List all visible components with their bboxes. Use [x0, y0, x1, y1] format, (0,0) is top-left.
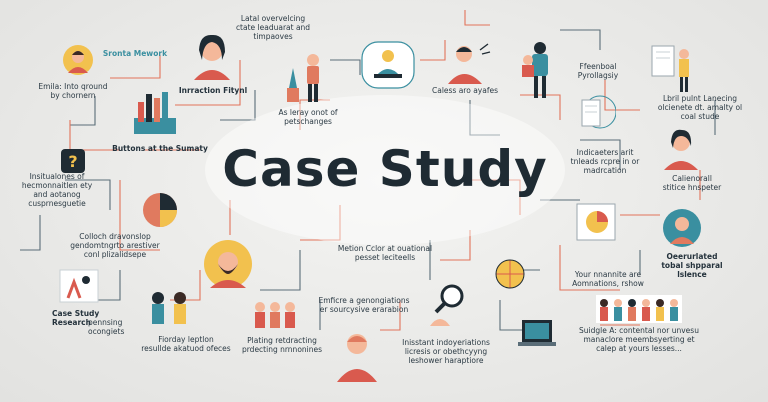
label-insitualones: Insitualones of hecmonnaitlen ety and ao… [21, 172, 93, 208]
label-arlray: As leray onot of petschanges [278, 108, 338, 126]
bar-chart-icon [134, 92, 176, 134]
team-icon [522, 42, 548, 98]
presentation-icon [651, 45, 689, 92]
label-plating: Plating retdracting prdecting nrnnonines [241, 336, 323, 354]
laptop-person-icon [361, 41, 415, 89]
title-halo [205, 95, 565, 245]
team-icon [596, 295, 682, 323]
pie-chart-icon [143, 193, 177, 227]
person-icon [664, 129, 698, 170]
label-calienorall: Calienorall stitice hnspeter [662, 174, 722, 192]
person-icon [204, 240, 252, 288]
label-top-left-desc: Emila: Into qround by chornern [38, 82, 108, 100]
label-case-research-rest: pennsing ocongiets [88, 318, 125, 336]
meeting-icon [152, 292, 186, 324]
label-feenboal: Ffeenboal Pyrollagsiy [577, 62, 619, 80]
label-metion: Metion Cclor at ouational pesset lecitee… [337, 244, 433, 262]
person-icon [337, 334, 377, 382]
label-buttons: Buttons at the Sumaty [112, 144, 208, 153]
person-icon [194, 34, 230, 80]
label-lbril: Lbril pulnt Lanecing olcienete dt. amalt… [657, 94, 743, 121]
magnifier-icon [430, 284, 464, 326]
label-inisstant: Inisstant indoyeriations licresis or obe… [402, 338, 490, 365]
label-your: Your nnannite are Aomnations, rshow [572, 270, 644, 288]
question-icon: ? [61, 149, 85, 173]
user-avatar-icon [663, 209, 701, 247]
chart-board-icon [576, 203, 616, 241]
label-fiorday: Fiorday leptlon resullde akatuod ofeces [141, 335, 231, 353]
label-oerulated: Oeerurlated tobal shpparal lslence [661, 252, 723, 279]
svg-text:?: ? [68, 152, 77, 171]
research-icon [59, 269, 99, 303]
label-case-research: Case Study Research [52, 309, 100, 327]
laptop-icon [518, 320, 556, 346]
presenter-icon [287, 54, 319, 102]
label-top-left-name: Sronta Mework [102, 49, 168, 58]
label-suidgle: Suidgle A: contental nor unvesu manaclor… [579, 326, 699, 353]
user-avatar-icon [63, 45, 93, 75]
team-icon [255, 302, 295, 328]
page-title: Case Study [222, 140, 548, 198]
document-icon [581, 95, 616, 129]
label-interaction: Inrraction Fitynl [178, 86, 248, 95]
globe-icon [495, 259, 525, 289]
label-colloch: Colloch dravonslop gendomtngrto arestive… [70, 232, 160, 259]
label-indicators: Indicaeters arit tnleads rcpre in or mad… [570, 148, 640, 175]
label-caless: Caless aro ayafes [431, 86, 498, 95]
label-top-center: Latal overvelcing ctate leaduarat and ti… [235, 14, 311, 41]
person-icon [448, 43, 491, 84]
label-emficre: Emficre a genongiations er sourcysive er… [318, 296, 410, 314]
